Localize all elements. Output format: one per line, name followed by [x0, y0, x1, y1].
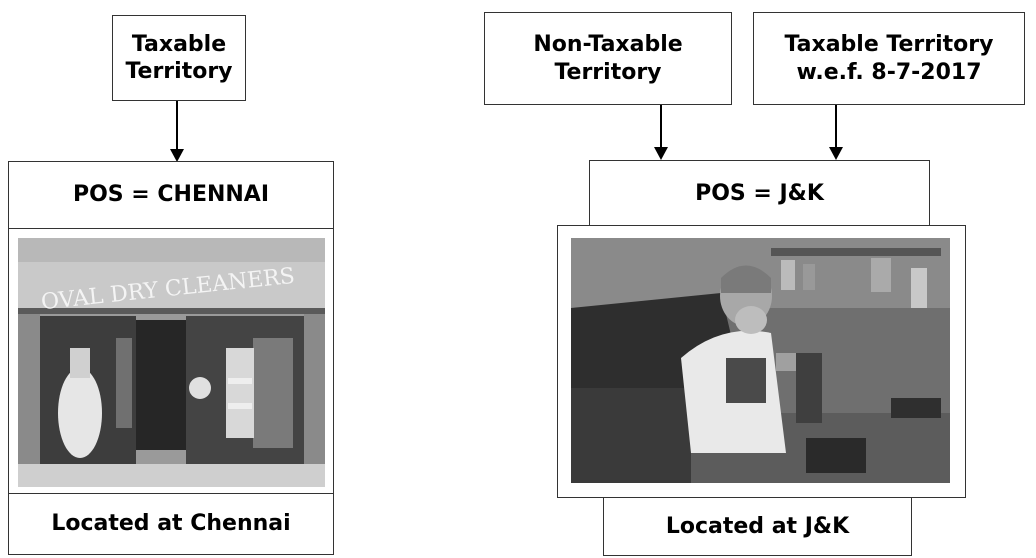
pos-chennai-box: POS = CHENNAI: [8, 161, 334, 229]
taxable-territory-line1: Taxable: [131, 31, 227, 57]
pos-jk-label: POS = J&K: [695, 180, 824, 206]
non-taxable-territory-box: Non-Taxable Territory: [484, 12, 732, 105]
located-jk-label: Located at J&K: [665, 513, 850, 539]
arrow-down-icon: [170, 101, 184, 162]
pos-jk-box: POS = J&K: [589, 160, 930, 227]
located-chennai-box: Located at Chennai: [8, 493, 334, 555]
non-taxable-line1: Non-Taxable: [533, 32, 683, 57]
workshop-photo: [571, 238, 950, 483]
taxable-wef-line2: w.e.f. 8-7-2017: [796, 59, 982, 85]
arrow-down-icon: [829, 105, 843, 160]
non-taxable-line2: Territory: [554, 59, 662, 85]
taxable-territory-line2: Territory: [125, 59, 233, 84]
taxable-territory-box: Taxable Territory: [112, 15, 246, 101]
pos-chennai-label: POS = CHENNAI: [72, 182, 270, 208]
taxable-territory-wef-box: Taxable Territory w.e.f. 8-7-2017: [753, 12, 1025, 105]
located-jk-box: Located at J&K: [603, 497, 912, 556]
storefront-photo: OVAL DRY CLEANERS: [18, 238, 325, 487]
located-chennai-label: Located at Chennai: [51, 511, 291, 537]
arrow-down-icon: [654, 105, 668, 160]
taxable-wef-line1: Taxable Territory: [784, 32, 994, 57]
